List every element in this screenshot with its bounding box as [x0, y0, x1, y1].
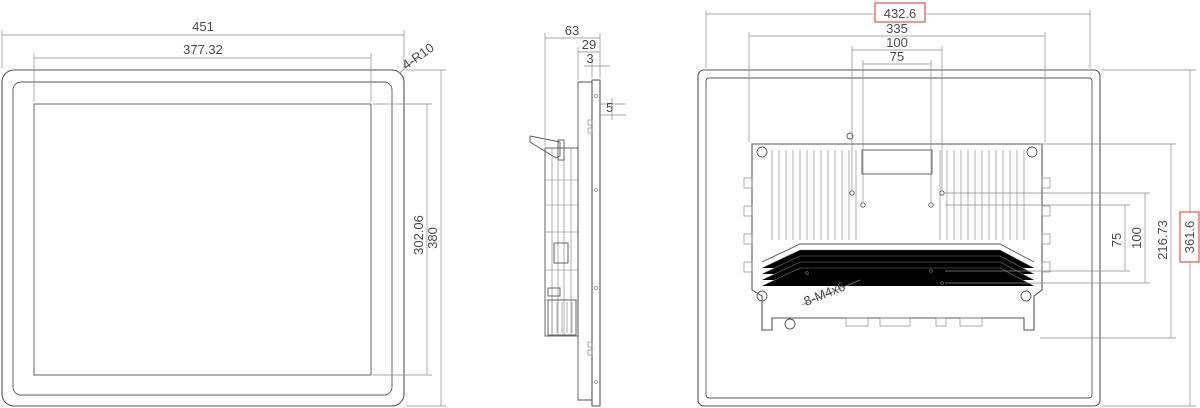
- dim-vesa-100: 100: [886, 35, 908, 50]
- side-port: [553, 242, 569, 264]
- dim-corner-radius: 4-R10: [399, 40, 437, 73]
- dim-height-vesa-100: 100: [1129, 227, 1144, 249]
- side-view: 63 29 3 5: [529, 23, 626, 407]
- screw-icon: [756, 146, 768, 158]
- rear-view: 432.6 335 100 75 75 100 216.73 361.: [697, 2, 1200, 407]
- front-display-area: [33, 103, 372, 376]
- dim-bezel-depth: 29: [582, 37, 596, 52]
- front-bezel-inner: [12, 81, 393, 396]
- dim-display-height: 302.06: [411, 215, 426, 255]
- dim-display-width: 377.32: [183, 42, 223, 57]
- screw-icon: [756, 290, 768, 302]
- front-view: 451 377.32 4-R10 302.06 380: [1, 19, 446, 407]
- dim-front-height: 380: [425, 227, 440, 249]
- dim-rear-height: 361.6: [1182, 221, 1197, 254]
- rear-center-plate: [861, 149, 933, 175]
- highlight-rear-width: [874, 2, 926, 23]
- dim-mount-height: 216.73: [1155, 220, 1170, 260]
- dim-step-depth: 5: [606, 100, 613, 115]
- side-body: [577, 81, 593, 401]
- rear-frame-inner: [705, 77, 1093, 399]
- side-heatsink: [544, 147, 579, 337]
- screw-icon: [1020, 290, 1032, 302]
- dim-front-depth: 3: [586, 51, 593, 66]
- highlight-rear-height: [1179, 211, 1200, 263]
- dim-mount-width: 335: [886, 21, 908, 36]
- dim-side-depth: 63: [565, 23, 579, 38]
- rear-heatsink: [751, 143, 1043, 331]
- rear-fins: [771, 150, 1025, 240]
- front-bezel-outer: [1, 69, 405, 407]
- dim-height-vesa-75: 75: [1109, 233, 1124, 247]
- rear-frame-outer: [697, 69, 1101, 407]
- dim-front-width: 451: [192, 19, 214, 34]
- dim-vesa-75: 75: [890, 49, 904, 64]
- side-bezel: [591, 79, 601, 407]
- dim-rear-width: 432.6: [884, 6, 917, 21]
- screw-icon: [1026, 146, 1038, 158]
